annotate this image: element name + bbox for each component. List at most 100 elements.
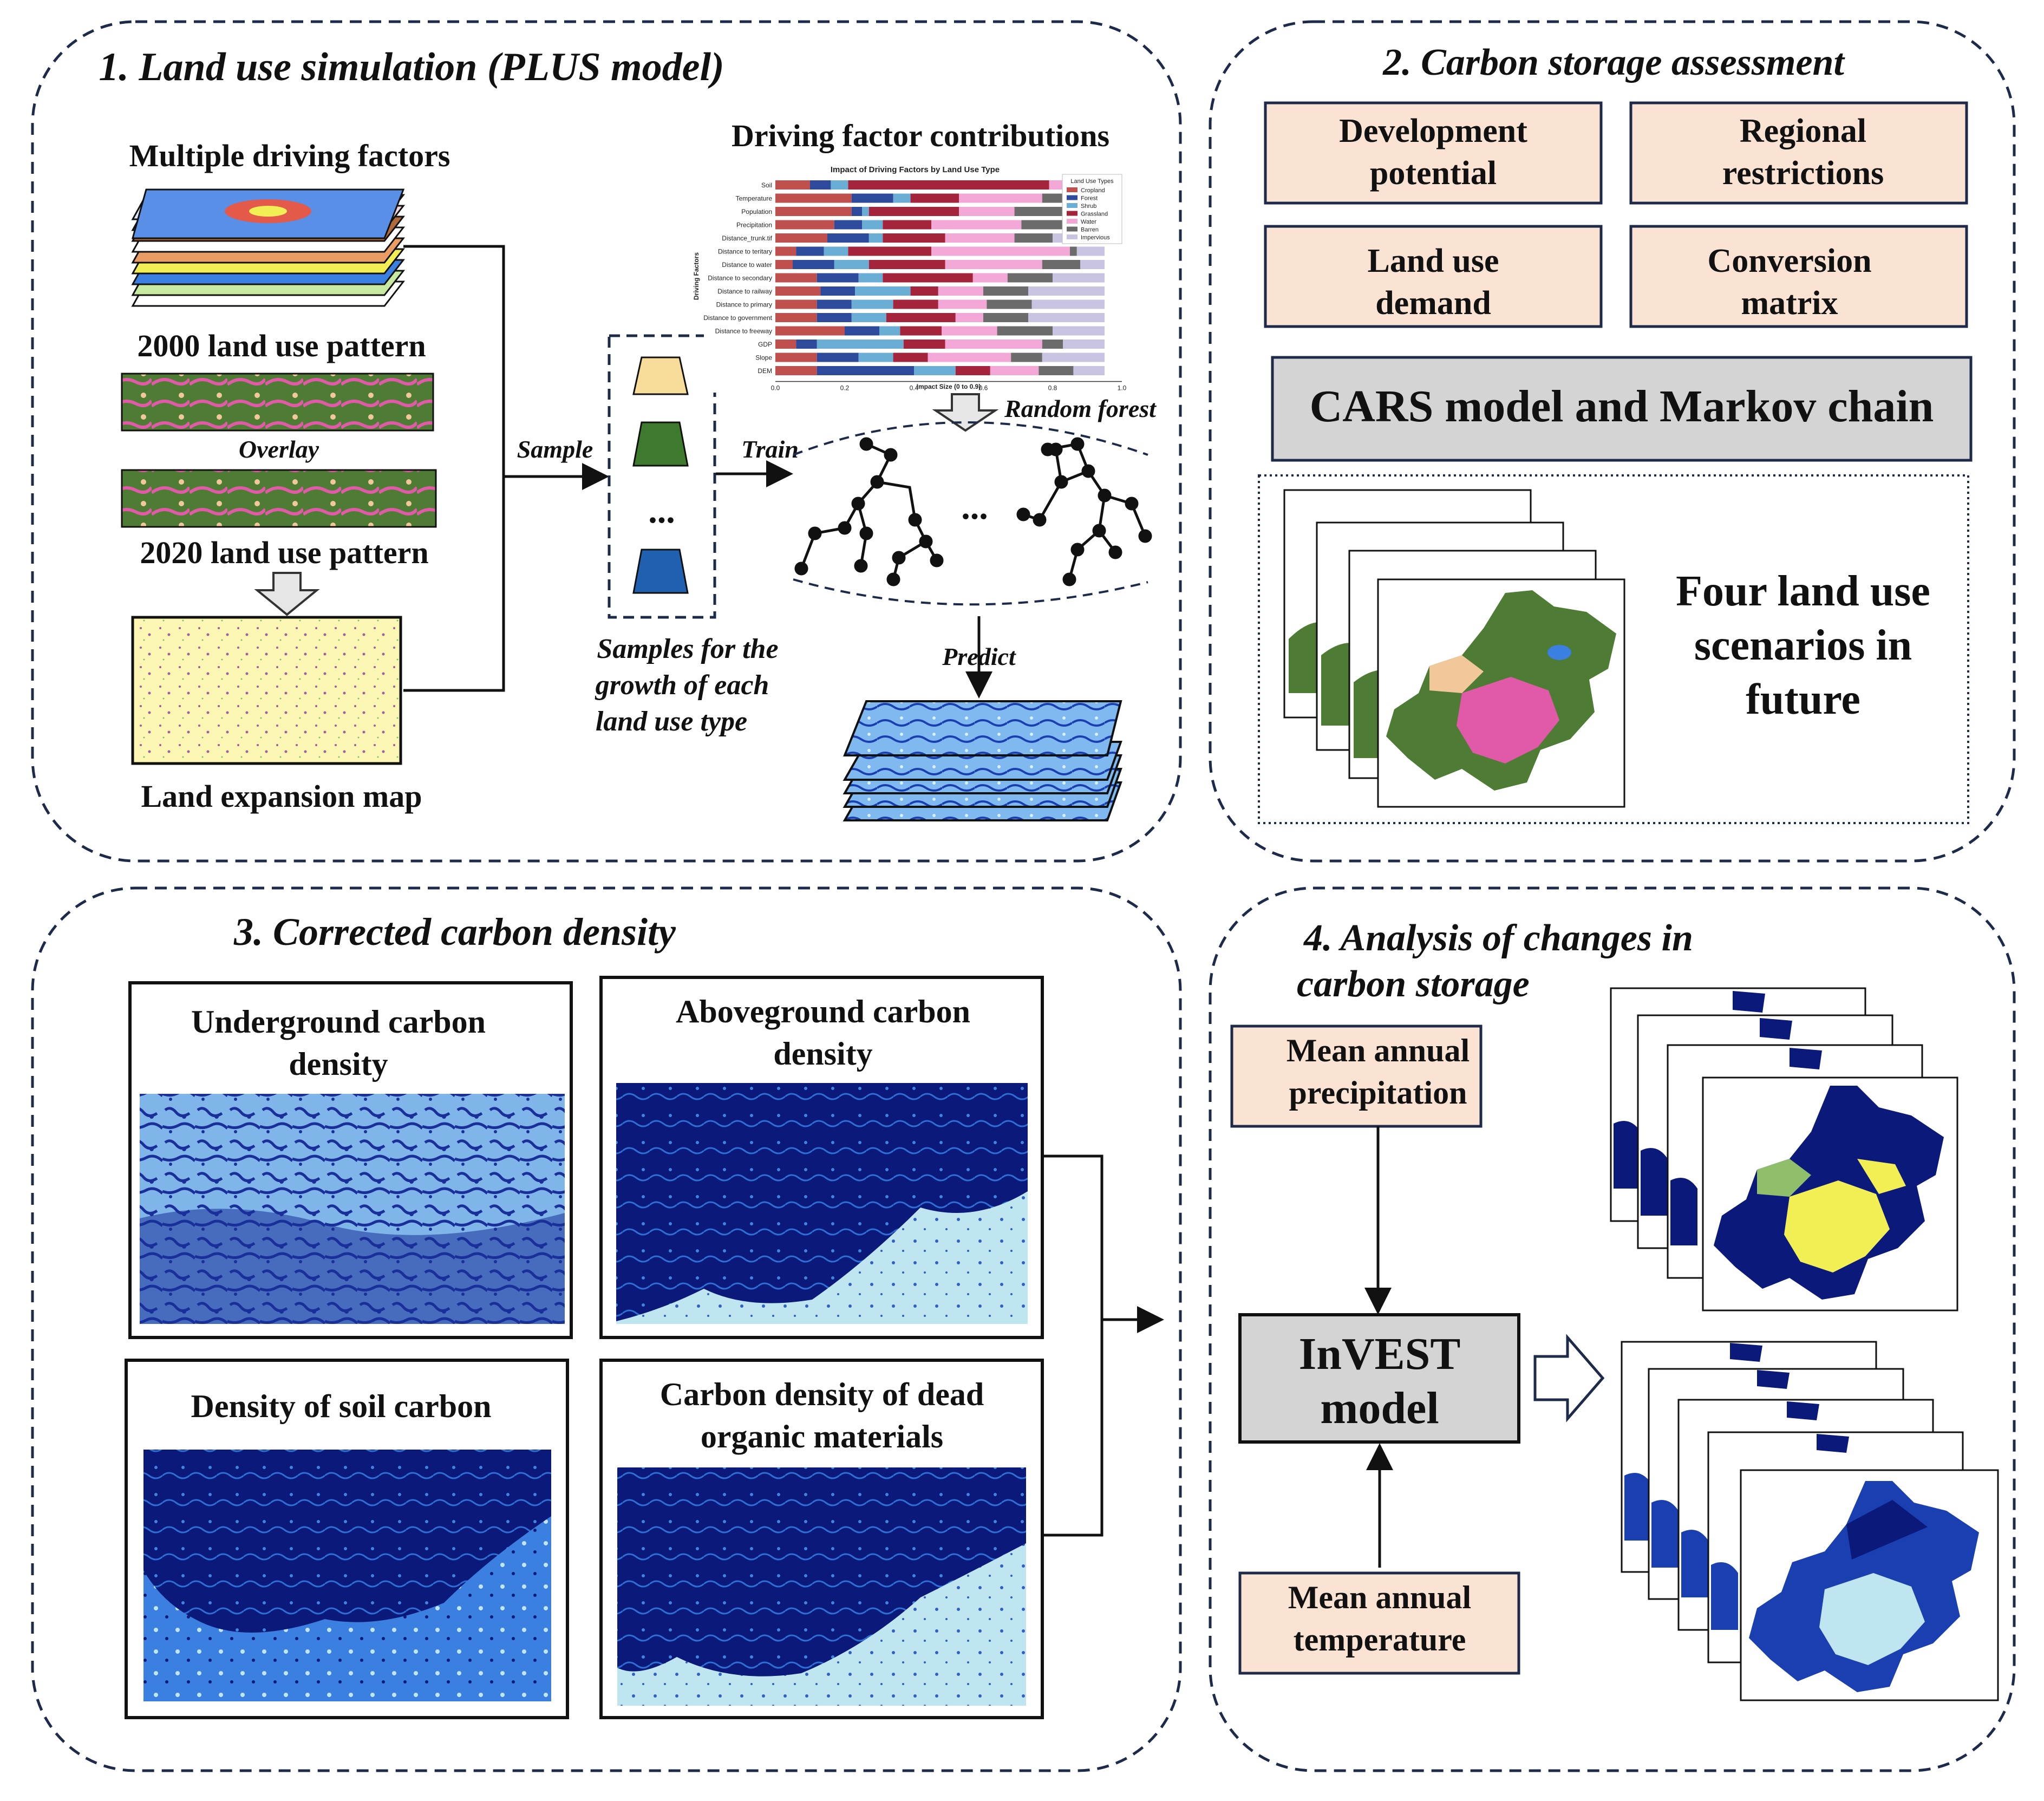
chart-ytick-12: GDP [758, 341, 772, 348]
down-hollow-arrow-icon-2 [932, 393, 999, 432]
chart-bar-5-13 [1011, 353, 1042, 362]
chart-bar-6-13 [1042, 353, 1105, 362]
chart-bar-4-10 [955, 313, 983, 322]
chart-bar-4-13 [928, 353, 1011, 362]
chart-bar-5-7 [1007, 273, 1053, 283]
chart-bar-1-3 [834, 220, 862, 230]
chart-bar-1-14 [817, 366, 914, 375]
samples-caption-line-2: growth of each [595, 670, 769, 701]
chart-bar-5-12 [1042, 340, 1063, 349]
chart-bar-3-4 [883, 233, 945, 243]
chart-bar-4-14 [990, 366, 1039, 375]
chart-bar-0-7 [775, 273, 817, 283]
chart-bar-2-9 [851, 299, 893, 309]
carbon-storage-light-zone [1819, 1573, 1925, 1665]
chart-bar-2-1 [893, 193, 911, 203]
chart-bar-0-11 [775, 326, 845, 336]
chart-bar-0-10 [775, 313, 817, 322]
chart-bar-3-9 [893, 299, 938, 309]
chart-bar-3-6 [868, 260, 945, 269]
chart-bar-6-5 [1076, 246, 1105, 256]
chart-bar-0-13 [775, 353, 817, 362]
forest-boundary-bottom [793, 578, 1148, 606]
sample-connector [403, 245, 604, 692]
invest-model-box [1238, 1313, 1520, 1444]
sample-shape-blue [632, 549, 689, 594]
chart-bar-6-11 [1053, 326, 1105, 336]
chart-bar-1-7 [817, 273, 859, 283]
samples-ellipsis: ... [648, 491, 675, 531]
chart-bar-5-5 [1070, 246, 1077, 256]
chart-bar-3-3 [883, 220, 931, 230]
temperature-box [1238, 1571, 1520, 1675]
temperature-line-1: Mean annual [1288, 1580, 1471, 1615]
chart-legend-label-5: Barren [1081, 227, 1099, 233]
land-use-demand-line-2: demand [1375, 285, 1491, 322]
precipitation-line-2: precipitation [1289, 1075, 1467, 1111]
predict-label: Predict [942, 643, 1016, 670]
chart-bar-2-10 [851, 313, 886, 322]
sample-shape-yellow [632, 356, 689, 395]
driving-factor-chart: Impact of Driving Factors by Land Use Ty… [693, 160, 1127, 393]
chart-bar-2-5 [824, 246, 848, 256]
four-scenarios-line-1: Four land use [1676, 567, 1930, 615]
chart-bar-4-11 [942, 326, 997, 336]
chart-bar-3-2 [868, 207, 959, 216]
carbon-storage-map-stack-top [1610, 987, 1958, 1311]
land-use-map-2020 [121, 469, 437, 528]
chart-bar-2-0 [831, 180, 848, 190]
panel-4-title-line-2: carbon storage [1297, 963, 1530, 1005]
chart-bar-0-1 [775, 193, 852, 203]
chart-bar-1-12 [796, 340, 817, 349]
panel-land-use-simulation: 1. Land use simulation (PLUS model) Mult… [31, 20, 1182, 863]
regional-restrictions-line-2: restrictions [1722, 155, 1884, 192]
chart-bar-1-13 [817, 353, 859, 362]
chart-bar-0-4 [775, 233, 827, 243]
chart-bar-3-10 [886, 313, 956, 322]
chart-bar-1-8 [820, 286, 856, 296]
chart-bar-0-2 [775, 207, 852, 216]
chart-ytick-0: Soil [761, 181, 772, 189]
density-bracket-connector [1042, 1154, 1159, 1537]
chart-bar-2-7 [858, 273, 883, 283]
chart-legend-label-2: Shrub [1081, 203, 1096, 210]
chart-bar-3-5 [848, 246, 931, 256]
chart-bar-2-6 [834, 260, 869, 269]
chart-bar-6-9 [1031, 299, 1105, 309]
forest-boundary-top [793, 421, 1148, 456]
beijing-urban-area [1457, 677, 1559, 764]
chart-legend: Land Use Types CroplandForestShrubGrassl… [1062, 174, 1122, 244]
conversion-matrix-line-2: matrix [1741, 285, 1838, 322]
chart-ytick-5: Distance to teritary [718, 248, 772, 256]
panel-4-border [1209, 886, 2016, 1772]
chart-legend-swatch-1 [1067, 195, 1077, 200]
pattern-2000-label: 2000 land use pattern [137, 328, 426, 363]
chart-legend-label-1: Forest [1081, 195, 1098, 202]
soil-carbon-line-1: Density of soil carbon [191, 1388, 492, 1424]
chart-bar-6-8 [1028, 286, 1105, 296]
panel-corrected-carbon-density: 3. Corrected carbon density Underground … [31, 886, 1180, 1772]
chart-bar-1-0 [810, 180, 831, 190]
chart-bar-1-4 [827, 233, 869, 243]
chart-bar-0-5 [775, 246, 796, 256]
driving-factor-contributions-label: Driving factor contributions [732, 118, 1109, 153]
chart-bar-5-4 [1014, 233, 1053, 243]
chart-ytick-13: Slope [755, 354, 772, 362]
aboveground-carbon-line-2: density [773, 1036, 872, 1072]
chart-bar-1-6 [793, 260, 834, 269]
prediction-layer-stack [843, 700, 1122, 821]
four-scenarios-line-3: future [1746, 676, 1860, 723]
chart-legend-label-0: Cropland [1081, 187, 1105, 194]
cars-model-label: CARS model and Markov chain [1310, 381, 1934, 432]
chart-legend-swatch-5 [1067, 226, 1077, 232]
invest-line-2: model [1320, 1383, 1439, 1433]
chart-bar-5-3 [1021, 220, 1067, 230]
underground-carbon-line-2: density [289, 1046, 388, 1082]
chart-bar-5-14 [1039, 366, 1074, 375]
invest-line-1: InVEST [1299, 1329, 1461, 1379]
chart-bar-5-9 [987, 299, 1032, 309]
chart-bar-2-8 [855, 286, 911, 296]
chart-bar-1-10 [817, 313, 852, 322]
chart-bar-3-14 [955, 366, 990, 375]
